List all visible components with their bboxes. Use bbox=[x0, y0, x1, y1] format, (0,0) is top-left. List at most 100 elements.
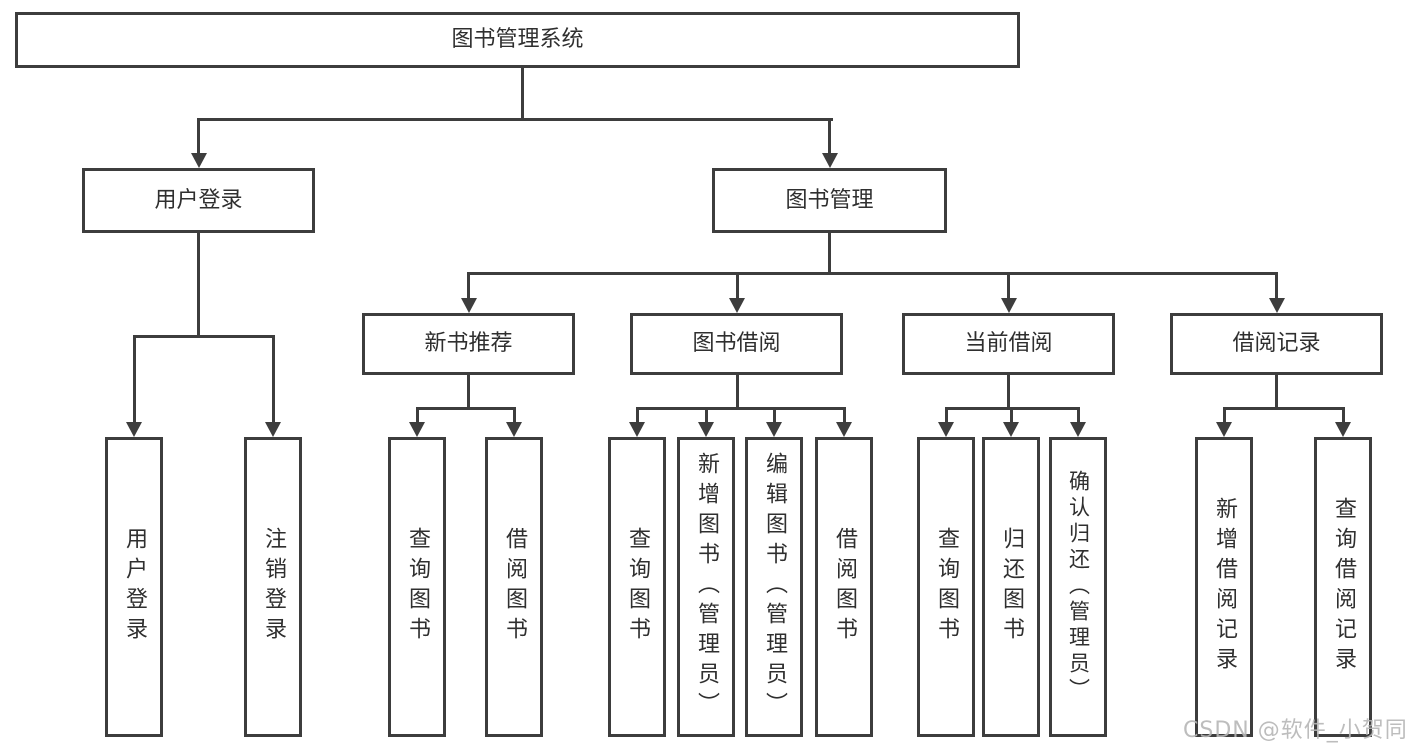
arrow-down bbox=[126, 335, 142, 437]
node-label: 查询图书 bbox=[934, 527, 959, 647]
connector-vline bbox=[197, 233, 200, 335]
arrow-stem bbox=[1275, 272, 1278, 300]
arrow-down bbox=[821, 118, 838, 168]
arrow-stem bbox=[1341, 407, 1345, 424]
node-label: 查询借阅记录 bbox=[1331, 497, 1356, 677]
arrow-tip bbox=[938, 422, 954, 437]
leaf-add-borrow-record: 新增借阅记录 bbox=[1195, 437, 1253, 737]
node-label: 借阅记录 bbox=[1232, 331, 1321, 356]
arrow-down bbox=[698, 407, 714, 437]
arrow-tip bbox=[409, 422, 425, 437]
node-label: 用户登录 bbox=[122, 527, 147, 647]
arrow-stem bbox=[197, 118, 200, 155]
arrow-stem bbox=[1009, 407, 1013, 424]
node-book-management: 图书管理 bbox=[712, 168, 947, 233]
node-label: 新增借阅记录 bbox=[1212, 497, 1237, 677]
arrow-stem bbox=[271, 335, 275, 424]
arrow-down bbox=[836, 407, 852, 437]
arrow-down bbox=[460, 272, 477, 313]
arrow-down bbox=[766, 407, 782, 437]
leaf-edit-books-admin: 编辑图书（管理员） bbox=[745, 437, 803, 737]
arrow-down bbox=[409, 407, 425, 437]
leaf-return-books: 归还图书 bbox=[982, 437, 1040, 737]
node-label: 图书管理 bbox=[785, 187, 874, 213]
arrow-tip bbox=[1216, 422, 1232, 437]
leaf-query-books-current: 查询图书 bbox=[917, 437, 975, 737]
node-label: 归还图书 bbox=[999, 527, 1024, 647]
leaf-query-borrow-record: 查询借阅记录 bbox=[1314, 437, 1372, 737]
arrow-tip bbox=[1268, 298, 1285, 313]
arrow-stem bbox=[415, 407, 419, 424]
arrow-down bbox=[938, 407, 954, 437]
node-label: 新增图书（管理员） bbox=[694, 452, 719, 722]
leaf-user-login: 用户登录 bbox=[105, 437, 163, 737]
arrow-stem bbox=[944, 407, 948, 424]
node-label: 确认归还（管理员） bbox=[1066, 470, 1091, 704]
arrow-stem bbox=[735, 272, 739, 300]
arrow-stem bbox=[842, 407, 846, 424]
connector-hline bbox=[415, 407, 516, 410]
leaf-borrow-books-recommend: 借阅图书 bbox=[485, 437, 543, 737]
arrow-tip bbox=[460, 298, 477, 313]
leaf-query-books-recommend: 查询图书 bbox=[388, 437, 446, 737]
node-current-borrowing: 当前借阅 bbox=[902, 313, 1115, 375]
watermark-text: CSDN @软件_小贺同学 bbox=[1183, 718, 1405, 743]
arrow-tip bbox=[1000, 298, 1017, 313]
arrow-down bbox=[1268, 272, 1285, 313]
node-label: 查询图书 bbox=[625, 527, 650, 647]
arrow-stem bbox=[772, 407, 776, 424]
node-root: 图书管理系统 bbox=[15, 12, 1020, 68]
connector-hline bbox=[132, 335, 275, 338]
arrow-tip bbox=[126, 422, 142, 437]
arrow-down bbox=[729, 272, 745, 313]
node-label: 查询图书 bbox=[405, 527, 430, 647]
node-root-label: 图书管理系统 bbox=[451, 27, 584, 52]
connector-vline bbox=[735, 375, 739, 407]
connector-hline bbox=[635, 407, 846, 410]
arrow-tip bbox=[190, 153, 207, 168]
node-label: 图书借阅 bbox=[692, 331, 781, 356]
node-user-login: 用户登录 bbox=[82, 168, 315, 233]
connector-vline bbox=[467, 375, 470, 407]
arrow-stem bbox=[635, 407, 639, 424]
node-label: 借阅图书 bbox=[502, 527, 527, 647]
node-book-borrowing: 图书借阅 bbox=[630, 313, 843, 375]
arrow-tip bbox=[1003, 422, 1019, 437]
node-label: 当前借阅 bbox=[964, 331, 1053, 356]
leaf-query-books-borrowing: 查询图书 bbox=[608, 437, 666, 737]
node-label: 借阅图书 bbox=[832, 527, 857, 647]
arrow-tip bbox=[265, 422, 281, 437]
arrow-tip bbox=[836, 422, 852, 437]
arrow-stem bbox=[828, 118, 831, 155]
connector-vline bbox=[828, 233, 831, 272]
arrow-stem bbox=[512, 407, 516, 424]
leaf-add-books-admin: 新增图书（管理员） bbox=[677, 437, 735, 737]
arrow-stem bbox=[1076, 407, 1080, 424]
node-borrowing-records: 借阅记录 bbox=[1170, 313, 1383, 375]
arrow-tip bbox=[1070, 422, 1086, 437]
arrow-stem bbox=[1007, 272, 1010, 300]
arrow-tip bbox=[698, 422, 714, 437]
arrow-down bbox=[1070, 407, 1086, 437]
arrow-down bbox=[1335, 407, 1351, 437]
arrow-down bbox=[265, 335, 281, 437]
node-label: 用户登录 bbox=[154, 187, 243, 213]
arrow-tip bbox=[629, 422, 645, 437]
arrow-stem bbox=[1222, 407, 1226, 424]
arrow-tip bbox=[729, 298, 745, 313]
node-label: 新书推荐 bbox=[424, 331, 513, 356]
arrow-down bbox=[629, 407, 645, 437]
node-label: 注销登录 bbox=[261, 527, 286, 647]
arrow-tip bbox=[821, 153, 838, 168]
arrow-stem bbox=[704, 407, 708, 424]
connector-hline bbox=[467, 272, 1278, 275]
arrow-tip bbox=[506, 422, 522, 437]
leaf-logout: 注销登录 bbox=[244, 437, 302, 737]
node-new-book-recommendation: 新书推荐 bbox=[362, 313, 575, 375]
arrow-down bbox=[506, 407, 522, 437]
arrow-stem bbox=[132, 335, 136, 424]
connector-hline bbox=[1222, 407, 1345, 410]
arrow-down bbox=[1003, 407, 1019, 437]
leaf-borrow-books-borrowing: 借阅图书 bbox=[815, 437, 873, 737]
